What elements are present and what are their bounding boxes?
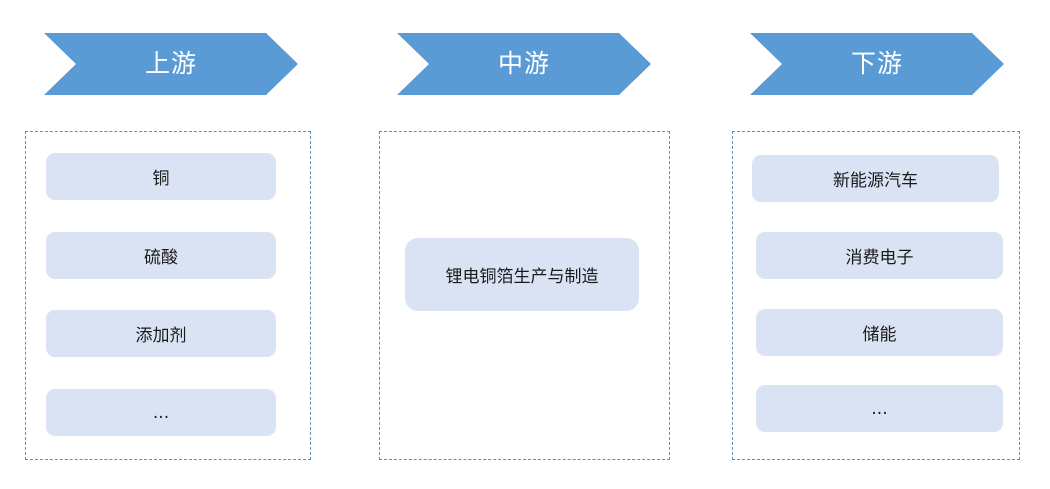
header-downstream: 下游 [750,33,1004,95]
upstream-item-sulfuric-acid: 硫酸 [46,232,276,279]
midstream-item-copper-foil-production: 锂电铜箔生产与制造 [405,238,639,311]
header-upstream-label: 上游 [144,49,197,78]
panel-downstream [732,131,1020,460]
downstream-item-energy-storage: 储能 [756,309,1003,356]
downstream-item-consumer-electronics: 消费电子 [756,232,1003,279]
downstream-item-new-energy-vehicles: 新能源汽车 [752,155,999,202]
chevron-arrow-shape [750,33,1004,95]
panel-upstream [25,131,311,460]
downstream-item-ellipsis: ... [756,385,1003,432]
header-upstream: 上游 [44,33,298,95]
chevron-arrow-shape [397,33,651,95]
chevron-arrow-shape [44,33,298,95]
upstream-item-copper: 铜 [46,153,276,200]
header-downstream-label: 下游 [850,49,903,78]
upstream-item-additive: 添加剂 [46,310,276,357]
panel-midstream [379,131,670,460]
header-midstream-label: 中游 [497,49,550,78]
upstream-item-ellipsis: ... [46,389,276,436]
header-midstream: 中游 [397,33,651,95]
